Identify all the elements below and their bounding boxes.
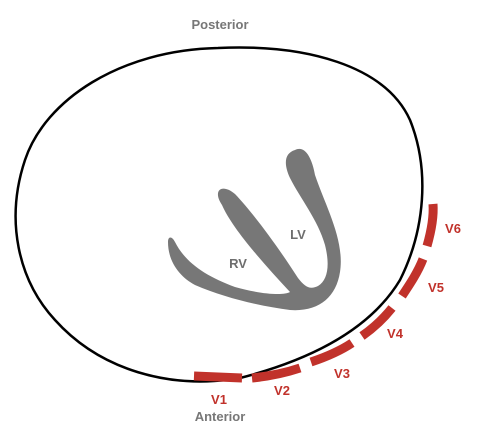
lead-v6-label: V6 bbox=[445, 221, 461, 236]
lead-v4-electrode bbox=[359, 305, 396, 340]
left-ventricle-wall bbox=[168, 148, 341, 311]
lead-v6-electrode bbox=[422, 203, 438, 248]
lead-v2-electrode bbox=[251, 363, 302, 383]
lead-v1-label: V1 bbox=[211, 392, 227, 407]
anterior-label: Anterior bbox=[195, 409, 246, 424]
lv-label: LV bbox=[290, 227, 306, 242]
rv-label: RV bbox=[229, 256, 247, 271]
lead-v5-label: V5 bbox=[428, 280, 444, 295]
lead-v4-label: V4 bbox=[387, 326, 404, 341]
lead-v2-label: V2 bbox=[274, 383, 290, 398]
precordial-leads bbox=[193, 203, 438, 383]
lead-labels: V1 V2 V3 V4 V5 V6 bbox=[211, 221, 461, 407]
heart bbox=[168, 148, 341, 311]
lead-v1-electrode bbox=[193, 371, 243, 383]
lead-v3-label: V3 bbox=[334, 366, 350, 381]
lead-v5-electrode bbox=[398, 257, 428, 299]
posterior-label: Posterior bbox=[191, 17, 248, 32]
lead-v3-electrode bbox=[309, 339, 355, 367]
